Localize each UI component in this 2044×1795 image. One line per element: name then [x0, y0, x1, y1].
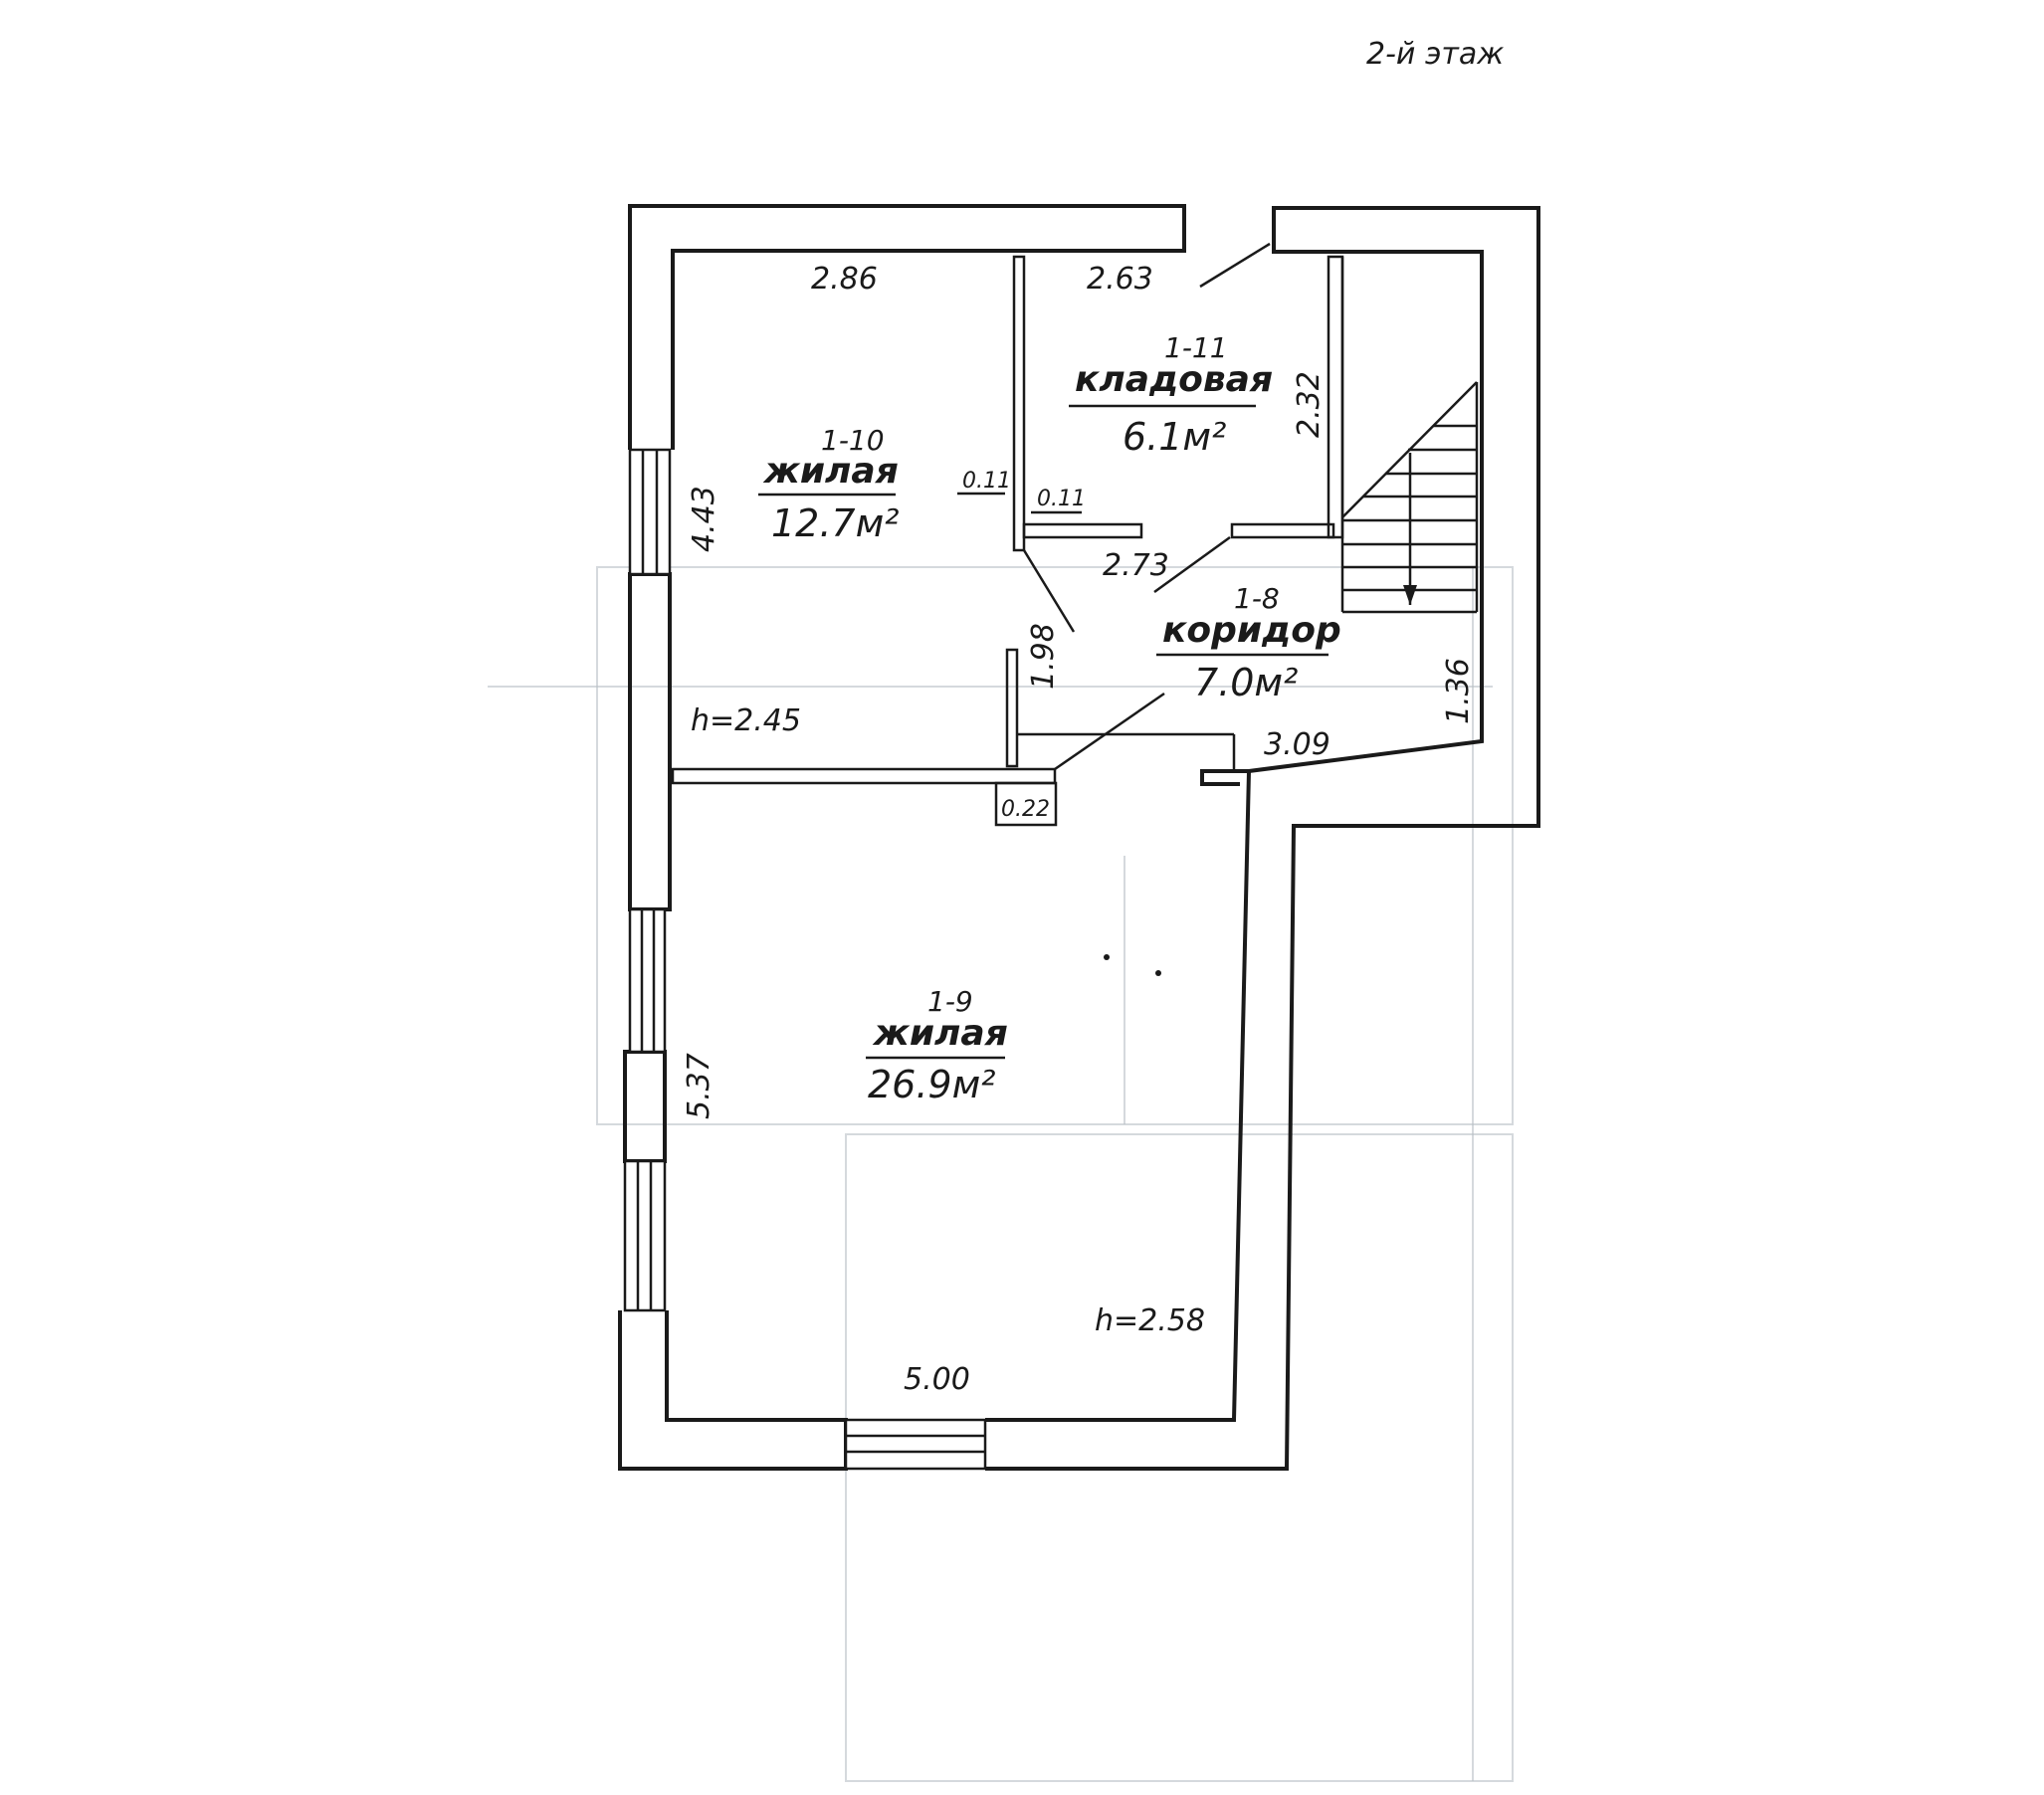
- wall-top-left: [628, 204, 1186, 450]
- room-number: 1-11: [1164, 331, 1228, 364]
- wall-right-outer: [985, 206, 1540, 1471]
- window-left-bottom: [623, 1159, 667, 1312]
- dim-wall-thickness: 0.22: [1001, 797, 1050, 822]
- room-number: 1-10: [821, 424, 885, 457]
- window-left-middle: [628, 907, 667, 1054]
- dim-corridor-width-b: 3.09: [1264, 727, 1330, 762]
- partition-storage-bottom: [1022, 522, 1143, 539]
- room-area: 12.7м²: [771, 501, 900, 545]
- partition-10-8-lower: [1005, 648, 1019, 768]
- dim-wall-b: 0.11: [1037, 487, 1086, 511]
- room-height: h=2.45: [691, 703, 801, 738]
- dim-wall-a: 0.11: [962, 469, 1011, 494]
- room-height: h=2.58: [1095, 1303, 1205, 1338]
- dim-room9-height: 5.37: [682, 1053, 716, 1119]
- wall-left-middle: [628, 572, 672, 911]
- door-swing-storage: [1199, 242, 1271, 289]
- speck: [1155, 970, 1161, 976]
- room-name: коридор: [1162, 610, 1341, 651]
- wall-bottom-right: [985, 769, 1252, 1422]
- dimensions: 2.86 2.63 2.32 4.43 0.11 0.11 2.73 1.98 …: [682, 262, 1476, 1397]
- dim-storage-width: 2.63: [1087, 262, 1153, 297]
- dim-corridor-width: 2.73: [1103, 548, 1169, 583]
- room-name: кладовая: [1075, 359, 1273, 400]
- dim-room10-width: 2.86: [811, 262, 878, 297]
- window-bottom: [844, 1418, 987, 1471]
- bleed-through-background: [488, 566, 1514, 1782]
- door-swing-corridor: [1153, 535, 1231, 594]
- stair-arrow-head: [1403, 585, 1417, 605]
- staircase: [1340, 257, 1479, 614]
- door-swing-room10: [1022, 549, 1076, 633]
- room-number: 1-8: [1234, 582, 1280, 615]
- dim-room10-height: 4.43: [687, 486, 721, 552]
- interior-walls: [671, 242, 1344, 827]
- partition-10-9: [671, 767, 1057, 785]
- dim-box-022: [994, 781, 1058, 827]
- room-name: жилая: [872, 1013, 1008, 1054]
- room-1-11: 1-11 кладовая 6.1м²: [1069, 331, 1273, 459]
- door-swing-room9: [1054, 692, 1165, 771]
- room-name: жилая: [762, 451, 899, 492]
- dim-room9-width: 5.00: [904, 1362, 970, 1397]
- room-area: 7.0м²: [1194, 661, 1298, 704]
- room-area: 6.1м²: [1123, 415, 1226, 459]
- partition-storage-right: [1327, 255, 1344, 539]
- floor-title: 2-й этаж: [1366, 37, 1504, 72]
- room-area: 26.9м²: [868, 1063, 996, 1106]
- partition-10-11: [1012, 255, 1026, 552]
- dim-storage-height: 2.32: [1292, 371, 1327, 438]
- wall-left-pier: [623, 1050, 667, 1163]
- partition-storage-bottom-right: [1230, 522, 1335, 539]
- room-number: 1-9: [927, 985, 973, 1018]
- room-1-10: 1-10 жилая 12.7м² h=2.45: [691, 424, 900, 738]
- speck: [1104, 954, 1110, 960]
- room-1-9: 1-9 жилая 26.9м² h=2.58: [866, 985, 1205, 1338]
- dim-corridor-height: 1.98: [1026, 623, 1061, 690]
- room-1-8: 1-8 коридор 7.0м²: [1156, 582, 1341, 704]
- windows: [623, 448, 987, 1471]
- wall-bottom-left: [618, 1310, 848, 1471]
- dim-corridor-height-b: 1.36: [1441, 658, 1476, 724]
- window-top-left: [628, 448, 672, 576]
